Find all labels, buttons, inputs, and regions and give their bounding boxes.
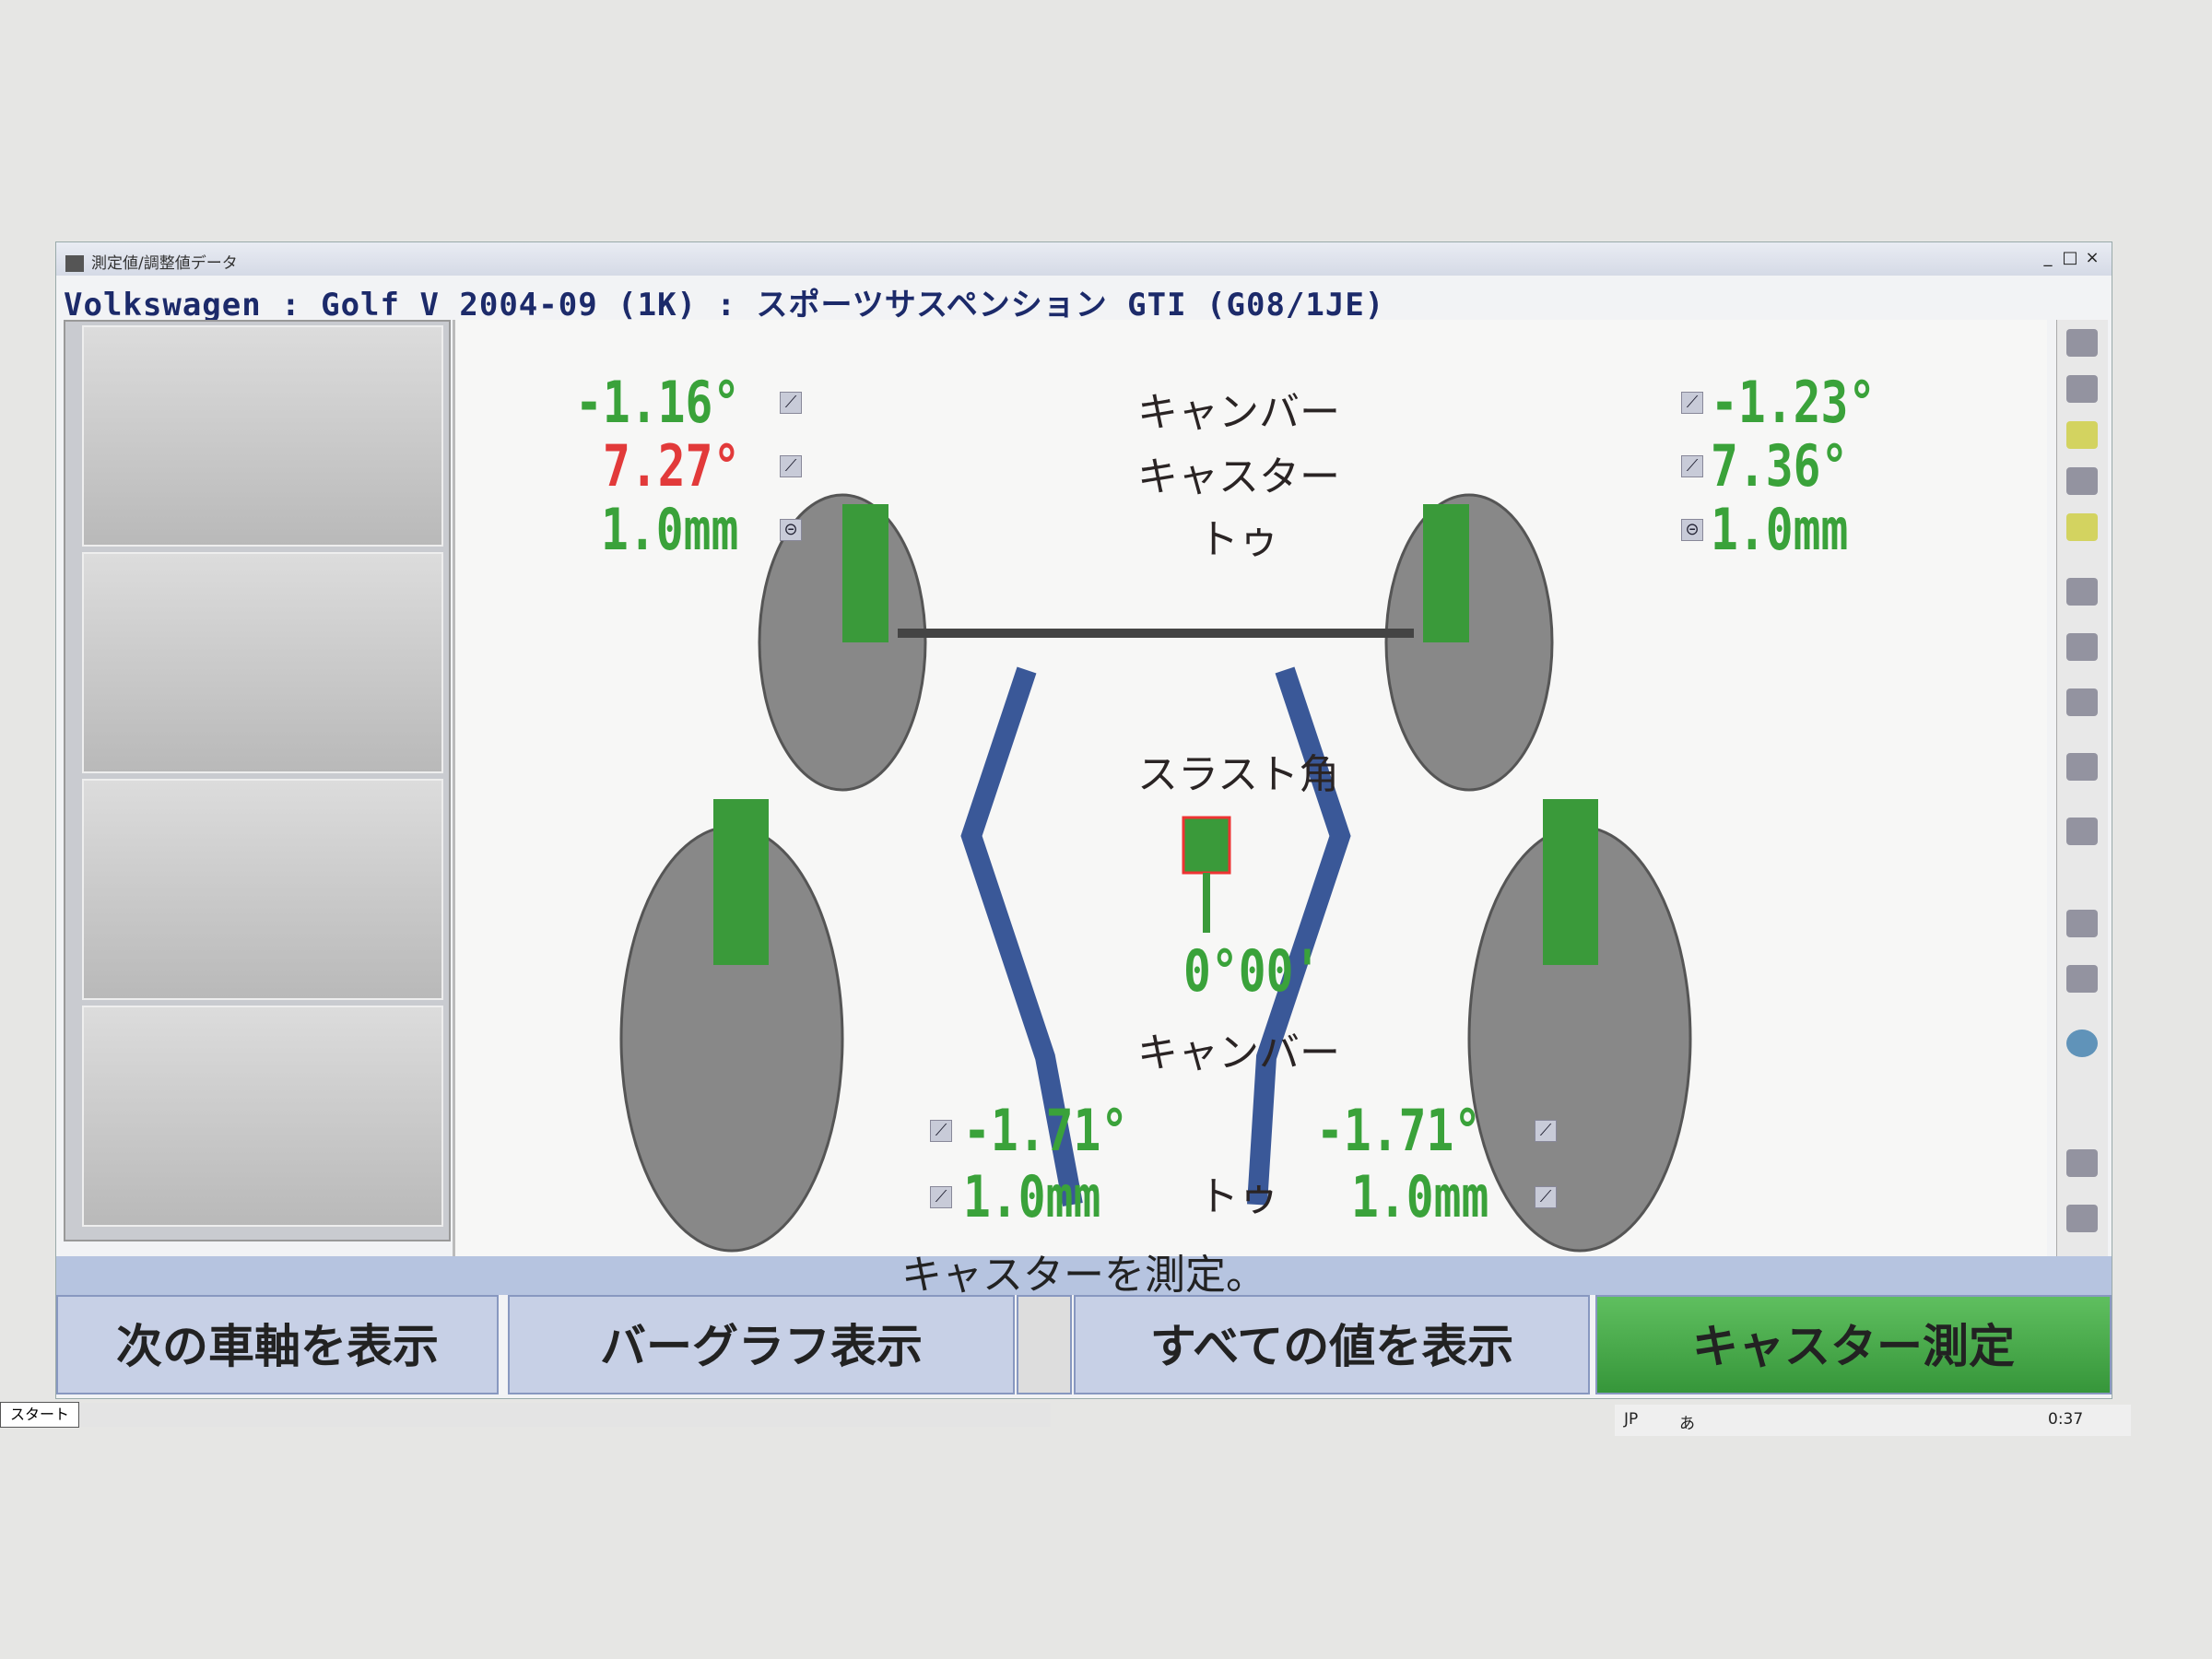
suspension-graphic: [619, 493, 1692, 1253]
tool-icon[interactable]: [2066, 467, 2098, 495]
wrench-icon[interactable]: ⟋: [930, 1120, 952, 1142]
maximize-button[interactable]: □: [2062, 248, 2078, 267]
wrench-icon[interactable]: ⟋: [1535, 1120, 1557, 1142]
rear-toe-label: トゥ: [1198, 1173, 1279, 1220]
wrench-icon[interactable]: ⟋: [1681, 455, 1703, 477]
thumb-height-adjust[interactable]: [82, 552, 443, 773]
wrench-icon[interactable]: ⟋: [1535, 1186, 1557, 1208]
status-message: キャスターを測定。: [56, 1255, 2112, 1296]
start-button[interactable]: スタート: [0, 1402, 79, 1428]
axle-view-list[interactable]: [64, 320, 451, 1241]
front-left-toe: 1.0mm: [601, 496, 739, 563]
tool-icon[interactable]: [2066, 910, 2098, 937]
title-bar: 測定値/調整値データ: [56, 242, 2112, 276]
tool-icon[interactable]: [2066, 965, 2098, 993]
tool-icon[interactable]: [2066, 421, 2098, 449]
thrust-angle-value: 0°00': [1183, 937, 1322, 1005]
tool-icon[interactable]: [2066, 375, 2098, 403]
tool-icon[interactable]: [2066, 578, 2098, 606]
front-right-camber: -1.23°: [1711, 369, 1877, 436]
zoom-scroll-control[interactable]: [1017, 1295, 1072, 1394]
tool-icon[interactable]: [2066, 818, 2098, 845]
rear-left-camber: -1.71°: [963, 1097, 1129, 1164]
tool-icon[interactable]: [2066, 513, 2098, 541]
app-icon: [65, 255, 84, 272]
front-left-caster: 7.27°: [603, 432, 741, 500]
next-axle-button[interactable]: 次の車軸を表示: [56, 1295, 499, 1394]
front-right-caster: 7.36°: [1711, 432, 1849, 500]
thumb-toe-adjust[interactable]: [82, 779, 443, 1000]
wrench-icon[interactable]: ⟋: [780, 392, 802, 414]
steering-wheel-icon[interactable]: ⊝: [780, 519, 802, 541]
axle-icon[interactable]: [2066, 1149, 2098, 1177]
minimize-button[interactable]: _: [2043, 248, 2053, 267]
system-tray: JP あ 0:37: [1615, 1405, 2131, 1436]
window-title: 測定値/調整値データ: [91, 254, 238, 273]
rear-right-toe: 1.0mm: [1351, 1163, 1489, 1230]
tool-icon[interactable]: [2066, 688, 2098, 716]
wrench-icon[interactable]: ⟋: [1681, 392, 1703, 414]
vehicle-info: Volkswagen : Golf V 2004-09 (1K) : スポーツサ…: [64, 287, 1385, 324]
bar-graph-button[interactable]: バーグラフ表示: [508, 1295, 1015, 1394]
axle-icon[interactable]: [2066, 1205, 2098, 1232]
steering-wheel-icon[interactable]: ⊝: [1681, 519, 1703, 541]
toe-label: トゥ: [1198, 516, 1279, 563]
ime-indicator[interactable]: JP: [1624, 1410, 1639, 1429]
thumb-camber-adjust[interactable]: [82, 325, 443, 547]
rear-left-toe: 1.0mm: [963, 1163, 1101, 1230]
close-button[interactable]: ×: [2085, 248, 2100, 267]
right-toolbar: [2056, 320, 2108, 1256]
front-left-camber: -1.16°: [575, 369, 741, 436]
thumb-overview[interactable]: [82, 1006, 443, 1227]
tool-icon[interactable]: [2066, 329, 2098, 357]
tool-icon[interactable]: [2066, 753, 2098, 781]
kana-indicator[interactable]: あ: [1679, 1415, 1695, 1433]
wrench-icon[interactable]: ⟋: [930, 1186, 952, 1208]
rear-camber-label: キャンバー: [1137, 1030, 1340, 1077]
show-all-values-button[interactable]: すべての値を表示: [1074, 1295, 1590, 1394]
clock: 0:37: [2048, 1410, 2084, 1429]
taskbar: [0, 1403, 1051, 1427]
wrench-icon[interactable]: ⟋: [780, 455, 802, 477]
alignment-view: -1.16° 7.27° 1.0mm ⟋ ⟋ ⊝ キャンバー キャスター トゥ …: [453, 320, 2047, 1256]
thrust-angle-label: スラスト角: [1137, 751, 1340, 798]
tool-icon[interactable]: [2066, 633, 2098, 661]
alignment-window: 測定値/調整値データ _ □ × Volkswagen : Golf V 200…: [55, 241, 2112, 1399]
caster-label: キャスター: [1137, 453, 1340, 500]
camber-label: キャンバー: [1137, 389, 1340, 436]
front-right-toe: 1.0mm: [1711, 496, 1849, 563]
measure-caster-button[interactable]: キャスター測定: [1595, 1295, 2112, 1394]
rear-right-camber: -1.71°: [1316, 1097, 1482, 1164]
globe-icon[interactable]: [2066, 1030, 2098, 1057]
